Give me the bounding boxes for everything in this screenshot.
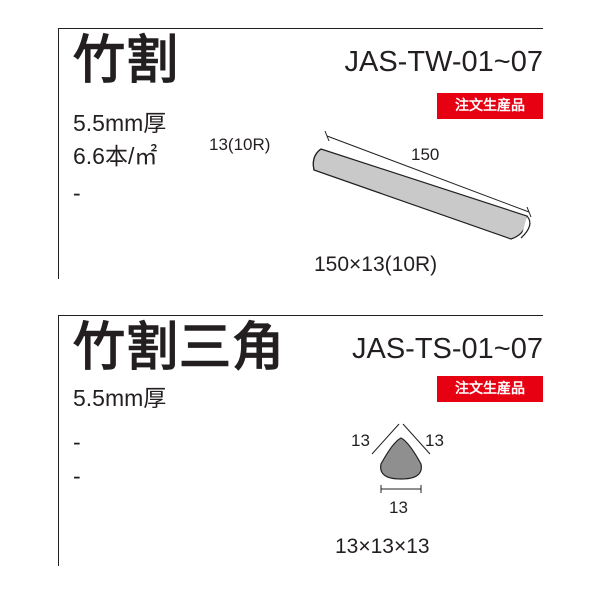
spec-thickness: 5.5mm厚 bbox=[73, 110, 167, 136]
spec-thickness: 5.5mm厚 bbox=[73, 385, 167, 411]
length-dimension-tick-start bbox=[324, 130, 330, 142]
spec-pieces-per-sqm: 6.6本/㎡ bbox=[73, 143, 158, 169]
spec-extra: - bbox=[73, 180, 81, 206]
length-dimension-line bbox=[326, 135, 530, 213]
bamboo-split-tile-shape bbox=[312, 148, 528, 240]
spec-line-2: - bbox=[73, 429, 81, 455]
length-dimension-tick-end bbox=[526, 206, 532, 218]
tile-size: 13×13×13 bbox=[335, 535, 430, 558]
bottom-dimension-label: 13 bbox=[389, 498, 408, 517]
tile-end-face bbox=[520, 215, 531, 239]
product-code: JAS-TS-01~07 bbox=[351, 333, 543, 365]
right-dimension-label: 13 bbox=[425, 431, 444, 450]
right-dimension-line bbox=[402, 423, 431, 455]
left-dimension-label: 13 bbox=[351, 431, 370, 450]
product-card-takewari: 竹割 JAS-TW-01~07 注文生産品 5.5mm厚 6.6本/㎡ - 13… bbox=[58, 28, 543, 279]
product-name: 竹割 bbox=[73, 31, 180, 91]
product-name: 竹割三角 bbox=[73, 318, 286, 378]
triangle-tile-shape bbox=[380, 437, 422, 480]
left-dimension-line bbox=[371, 423, 400, 455]
width-dimension-label: 13(10R) bbox=[209, 135, 271, 154]
tile-rounded-end bbox=[312, 148, 322, 171]
product-code: JAS-TW-01~07 bbox=[344, 46, 543, 78]
product-card-takewari-sankaku: 竹割三角 JAS-TS-01~07 注文生産品 5.5mm厚 - - 13 13… bbox=[58, 315, 543, 566]
length-dimension-label: 150 bbox=[411, 145, 440, 164]
bamboo-split-tile-diagram bbox=[312, 130, 532, 240]
made-to-order-badge: 注文生産品 bbox=[437, 93, 543, 119]
tile-size: 150×13(10R) bbox=[314, 253, 438, 276]
made-to-order-badge: 注文生産品 bbox=[437, 376, 543, 402]
triangle-tile-diagram bbox=[371, 423, 431, 493]
spec-line-3: - bbox=[73, 463, 81, 489]
